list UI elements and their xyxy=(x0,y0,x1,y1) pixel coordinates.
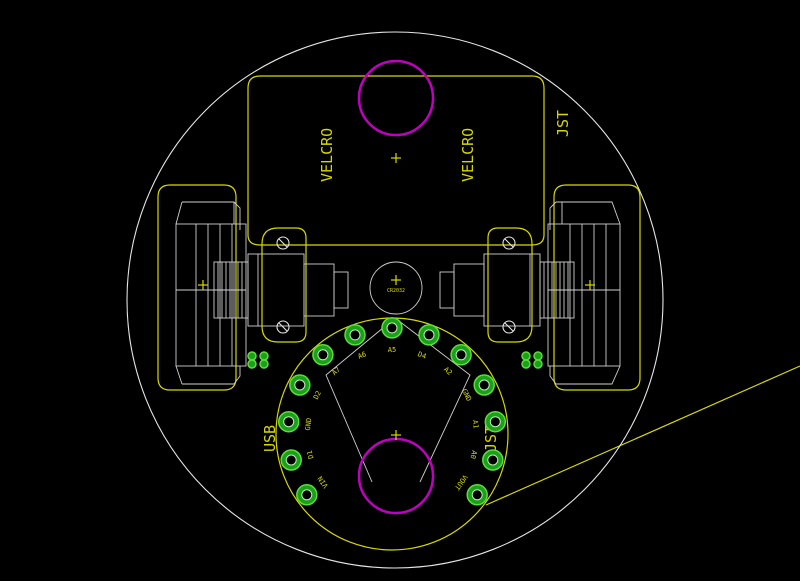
header-pin-label: A2 xyxy=(442,365,454,377)
header-pin-label: D4 xyxy=(417,350,428,360)
header-pin-label: A7 xyxy=(330,365,342,377)
header-pin: A5 xyxy=(381,317,403,354)
header-pin: A0 xyxy=(469,449,504,471)
bottom-center-mark xyxy=(391,430,401,440)
header-pin-label: A5 xyxy=(388,346,396,354)
header-pin: A2 xyxy=(442,344,472,377)
header-pin-hole xyxy=(294,379,306,391)
right-motor xyxy=(439,227,541,343)
header-pin-label: GND xyxy=(304,418,313,432)
header-pin-label: A1 xyxy=(471,420,480,429)
left-motor xyxy=(247,227,349,343)
header-pin-hole xyxy=(301,489,313,501)
top-drill-hole xyxy=(357,59,435,137)
usb-label: USB xyxy=(261,425,279,452)
header-pin-hole xyxy=(386,322,398,334)
header-pin-label: D1 xyxy=(306,450,316,460)
jst-top-label: JST xyxy=(554,110,572,137)
header-pin-hole xyxy=(285,454,297,466)
top-center-mark xyxy=(391,153,401,163)
header-pin-hole xyxy=(423,329,435,341)
header-pin: A1 xyxy=(471,410,507,433)
header-pin-hole xyxy=(317,349,329,361)
header-pin-hole xyxy=(487,454,499,466)
header-pin: D1 xyxy=(280,449,316,471)
left-small-component xyxy=(247,351,269,369)
header-pin: GND xyxy=(277,410,313,433)
header-pin-hole xyxy=(478,379,490,391)
center-coin-cell: CR2032 xyxy=(369,261,423,315)
right-small-component xyxy=(521,351,543,369)
header-pin-hole xyxy=(283,416,295,428)
velcro-right-label: VELCRO xyxy=(459,128,477,182)
header-pin-hole xyxy=(471,489,483,501)
ratsnest-line xyxy=(485,365,800,506)
header-pin: D2 xyxy=(289,374,323,401)
header-pin-hole xyxy=(349,329,361,341)
velcro-left-label: VELCRO xyxy=(318,128,336,182)
header-pin-label: D2 xyxy=(312,390,323,401)
header-pin-hole xyxy=(489,416,501,428)
header-pin: D4 xyxy=(417,324,440,361)
right-wheel-footprint xyxy=(547,184,641,391)
header-pin-label: A6 xyxy=(357,350,368,360)
header-pin: A7 xyxy=(312,344,342,377)
board-outline xyxy=(126,31,664,569)
center-part-label: CR2032 xyxy=(387,288,405,294)
header-pin: A6 xyxy=(344,324,368,361)
header-pin-hole xyxy=(455,349,467,361)
header-pin-label: A0 xyxy=(469,450,479,460)
